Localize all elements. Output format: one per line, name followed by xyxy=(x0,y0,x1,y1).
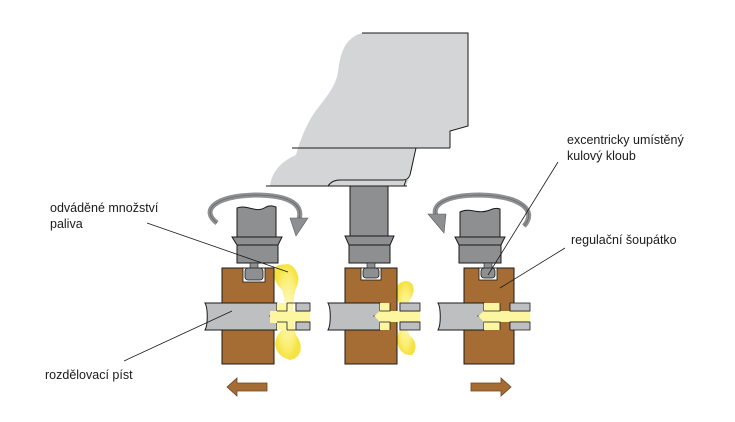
leader-fuel-quantity xyxy=(146,222,289,273)
label-fuel-quantity-line2: paliva xyxy=(50,217,83,231)
label-ball-joint-line1: excentricky umístěný xyxy=(567,133,684,147)
pump-housing xyxy=(266,32,469,187)
assembly-center xyxy=(327,185,421,365)
assembly-right xyxy=(437,207,531,365)
label-ball-joint-line2: kulový kloub xyxy=(567,149,636,163)
label-distributor-piston: rozdělovací píst xyxy=(45,368,133,382)
leader-distributor-piston xyxy=(123,310,233,362)
movement-arrow-left xyxy=(226,377,268,397)
label-fuel-quantity-line1: odváděné množství xyxy=(50,201,159,215)
movement-arrow-right xyxy=(470,377,512,397)
rotation-arrow-left xyxy=(207,192,309,237)
rotation-arrow-right xyxy=(427,192,532,234)
assembly-left xyxy=(204,205,311,365)
leader-ball-joint xyxy=(487,161,559,276)
label-control-slide: regulační šoupátko xyxy=(571,233,677,247)
leader-control-slide xyxy=(499,247,566,289)
